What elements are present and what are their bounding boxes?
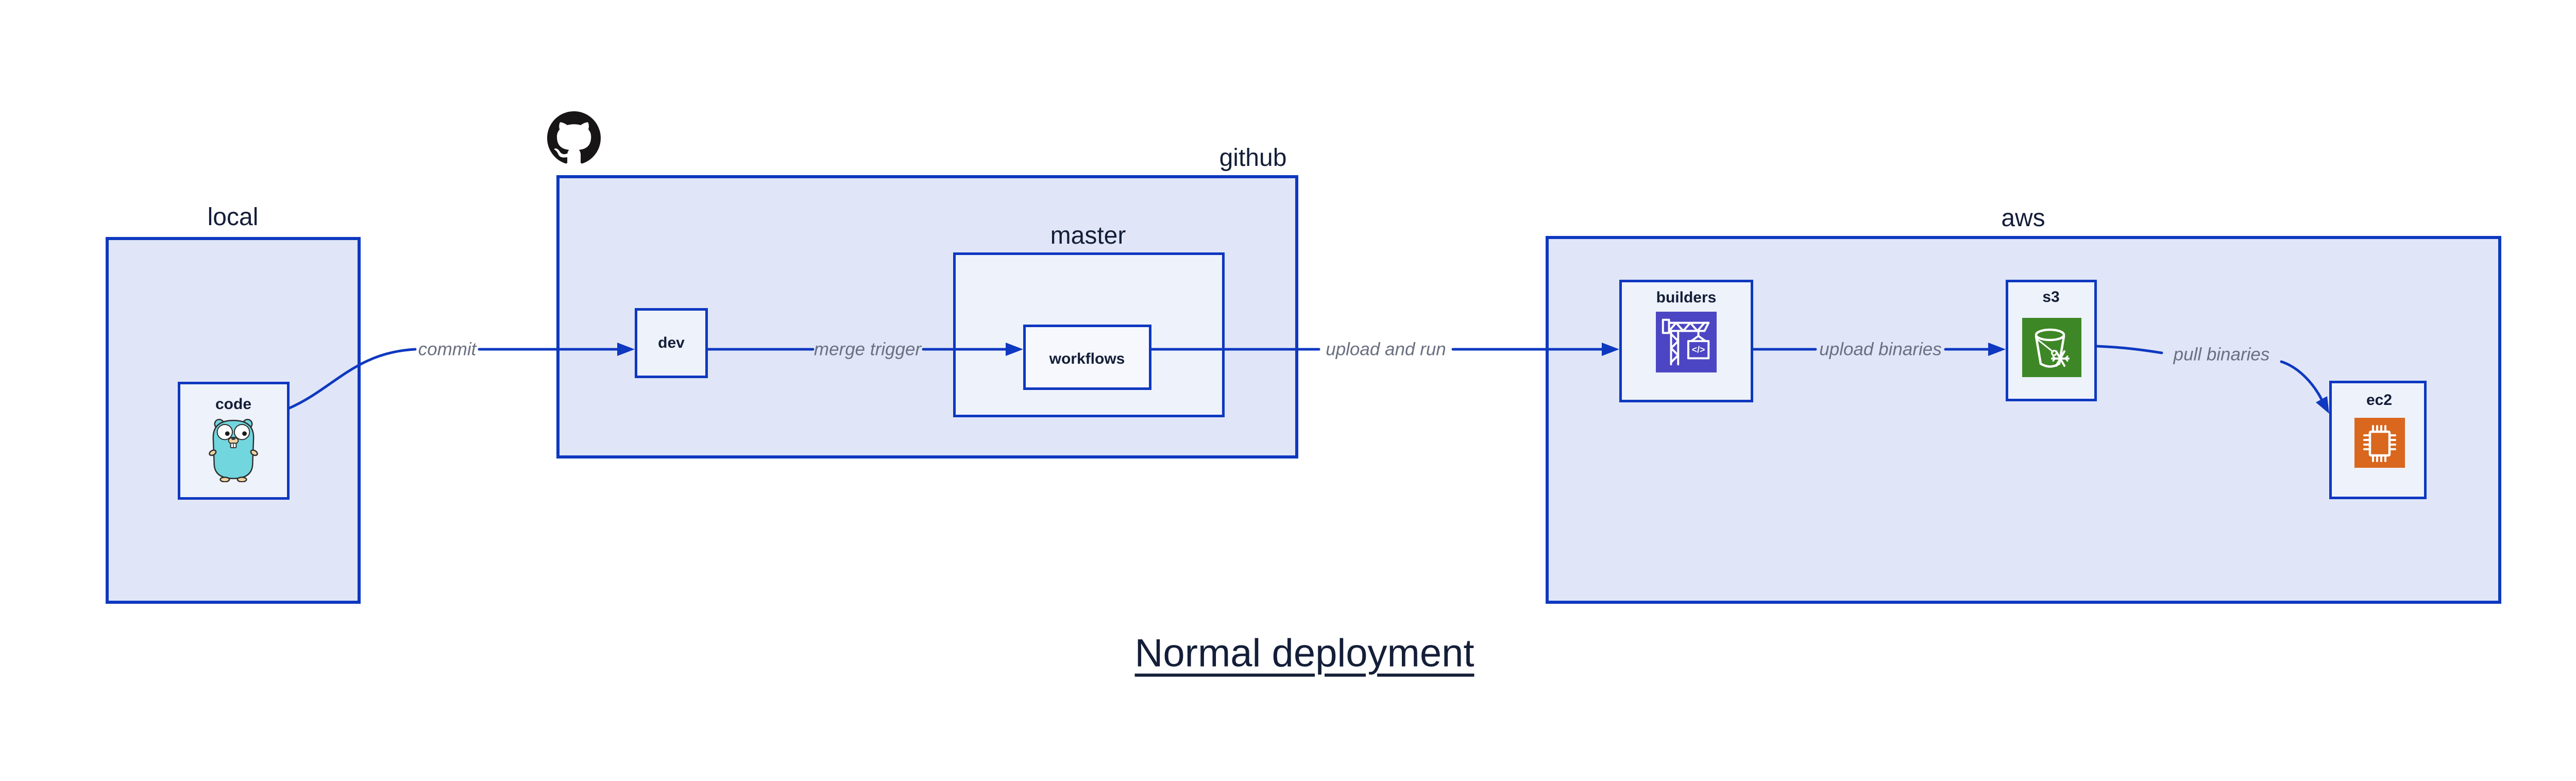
container-aws-label: aws — [2001, 205, 2045, 232]
container-local-label: local — [207, 203, 259, 231]
node-builders — [1619, 280, 1753, 402]
snowflake — [2051, 350, 2070, 367]
aws-codebuild-crane-icon: </> — [1656, 312, 1717, 372]
edge-merge-trigger-label: merge trigger — [814, 339, 922, 360]
node-workflows — [1023, 325, 1151, 390]
edge-pull-binaries-label: pull binaries — [2173, 344, 2270, 365]
github-octocat-icon — [547, 111, 601, 165]
diagram-title: Normal deployment — [1134, 631, 1475, 675]
node-ec2-label: ec2 — [2366, 392, 2393, 409]
container-master-label: master — [1050, 222, 1126, 249]
chip-outline — [2363, 425, 2396, 462]
edge-commit-label: commit — [418, 339, 477, 360]
edge-upload-and-run-label: upload and run — [1326, 339, 1446, 360]
node-s3-label: s3 — [2042, 288, 2060, 305]
node-builders-label: builders — [1656, 289, 1717, 306]
aws-ec2-chip-icon — [2354, 418, 2405, 468]
gopher-shape — [209, 418, 258, 482]
node-dev — [635, 308, 708, 378]
go-gopher-icon — [208, 416, 259, 482]
codebuild-code-glyph: </> — [1692, 345, 1705, 355]
aws-s3-bucket-snowflake-icon — [2022, 318, 2081, 377]
node-code-label: code — [215, 396, 252, 413]
container-github-label: github — [1219, 144, 1287, 172]
octocat-mark — [547, 111, 601, 164]
edge-upload-binaries-label: upload binaries — [1819, 339, 1942, 360]
crane-shape — [1662, 318, 1710, 366]
node-dev-label: dev — [658, 334, 685, 351]
node-workflows-label: workflows — [1049, 350, 1125, 367]
